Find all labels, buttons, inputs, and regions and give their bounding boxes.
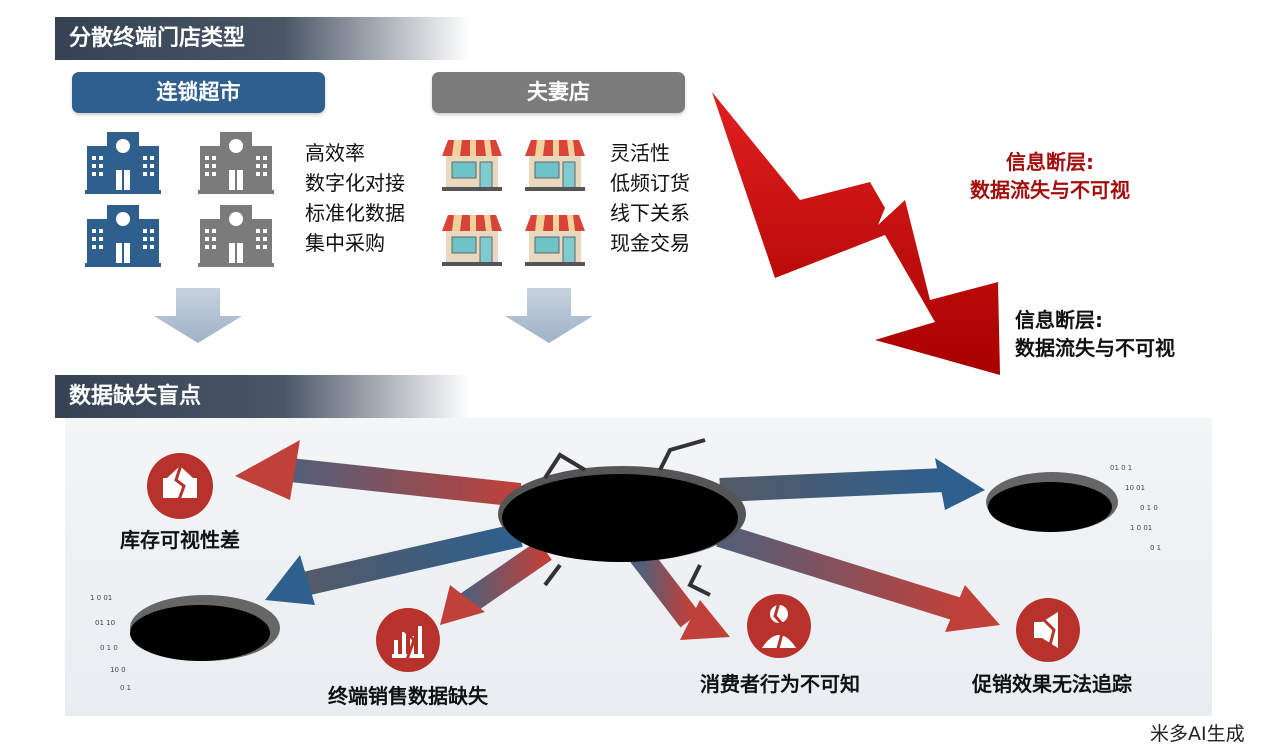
arrow-to-promotion xyxy=(716,523,964,622)
scattered-data-particles: 01 0 1 10 01 0 1 0 1 0 01 0 1 1 0 01 01 10 0 1… xyxy=(90,464,1161,692)
svg-text:01 0 1: 01 0 1 xyxy=(1110,464,1132,472)
arrow-to-right-hole xyxy=(719,468,946,502)
broken-person-icon xyxy=(747,594,811,658)
svg-text:1 0 01: 1 0 01 xyxy=(90,594,112,602)
chain-trait: 数字化对接 xyxy=(305,171,405,195)
blind-spot-label-sales: 终端销售数据缺失 xyxy=(328,684,488,708)
arrow-to-consumer xyxy=(630,547,700,628)
blind-spot-label-consumer: 消费者行为不可知 xyxy=(700,672,860,696)
broken-chart-icon xyxy=(376,608,440,672)
central-black-hole xyxy=(502,474,738,562)
down-arrow-icon xyxy=(505,288,593,343)
info-gap-arrow-icon xyxy=(712,92,1000,375)
svg-text:0 1 0: 0 1 0 xyxy=(1140,504,1158,512)
svg-text:1 0 01: 1 0 01 xyxy=(1130,524,1152,532)
chain-trait: 集中采购 xyxy=(305,231,385,255)
info-gap-red-text: 信息断层: 数据流失与不可视 xyxy=(945,148,1155,204)
arrow-to-inventory xyxy=(288,458,522,507)
mom-pop-trait: 现金交易 xyxy=(610,231,690,255)
info-gap-title: 信息断层: xyxy=(1006,150,1094,174)
info-gap-black-text: 信息断层: 数据流失与不可视 xyxy=(1015,306,1175,362)
crack-lines xyxy=(543,438,711,597)
blind-spot-label-promotion: 促销效果无法追踪 xyxy=(972,672,1132,696)
watermark: 米多AI生成 xyxy=(1150,723,1245,745)
info-gap-title: 信息断层: xyxy=(1015,308,1103,332)
arrow-to-left-hole xyxy=(297,523,523,597)
svg-text:10 01: 10 01 xyxy=(1125,484,1145,492)
svg-text:10 0: 10 0 xyxy=(110,666,126,674)
section-title-store-types: 分散终端门店类型 xyxy=(55,17,470,60)
arrow-to-sales xyxy=(458,540,552,615)
svg-text:01 10: 01 10 xyxy=(95,619,115,627)
info-gap-subtitle: 数据流失与不可视 xyxy=(1015,336,1175,360)
mom-pop-store-label: 夫妻店 xyxy=(432,72,685,113)
svg-text:0 1: 0 1 xyxy=(1150,544,1161,552)
info-gap-subtitle: 数据流失与不可视 xyxy=(970,178,1130,202)
chain-supermarket-label: 连锁超市 xyxy=(72,72,325,113)
blind-spot-label-inventory: 库存可视性差 xyxy=(120,528,240,552)
arrowheads xyxy=(235,440,1000,640)
down-arrow-icon xyxy=(154,288,242,343)
chain-trait: 标准化数据 xyxy=(305,201,405,225)
mom-pop-trait: 低频订货 xyxy=(610,171,690,195)
left-data-hole xyxy=(130,605,270,661)
svg-text:0 1 0: 0 1 0 xyxy=(100,644,118,652)
chain-trait: 高效率 xyxy=(305,141,365,165)
right-data-hole xyxy=(988,482,1112,532)
broken-megaphone-icon xyxy=(1016,598,1080,662)
broken-box-icon xyxy=(147,453,213,519)
mom-pop-trait: 灵活性 xyxy=(610,141,670,165)
mom-pop-trait: 线下关系 xyxy=(610,201,690,225)
section-title-blind-spots: 数据缺失盲点 xyxy=(55,375,470,418)
svg-text:0 1: 0 1 xyxy=(120,684,131,692)
